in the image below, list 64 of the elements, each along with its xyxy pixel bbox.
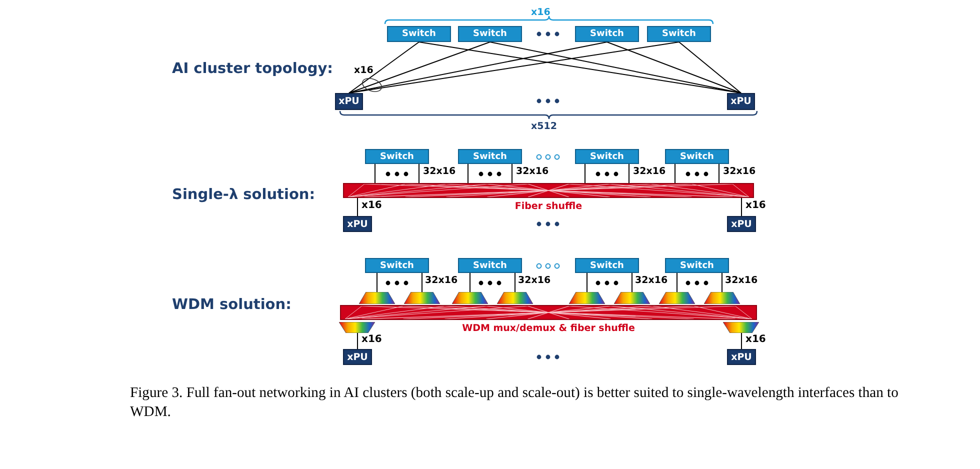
connector-line bbox=[741, 332, 742, 350]
switch-box: Switch bbox=[575, 258, 639, 273]
count-label: 32x16 bbox=[723, 166, 756, 177]
edge-label: x16 bbox=[744, 200, 767, 211]
connector-line bbox=[418, 164, 420, 184]
connector-line bbox=[741, 198, 742, 216]
connector-line bbox=[584, 164, 586, 184]
count-label: 32x16 bbox=[635, 275, 668, 286]
connector-line bbox=[374, 164, 376, 184]
count-label: 32x16 bbox=[725, 275, 758, 286]
edge-label: x16 bbox=[360, 334, 383, 345]
switch-box: Switch bbox=[665, 258, 729, 273]
switch-box: Switch bbox=[365, 258, 429, 273]
connector-line bbox=[606, 42, 742, 94]
switch-box: Switch bbox=[458, 26, 522, 42]
count-label: 32x16 bbox=[518, 275, 551, 286]
count-label: x16 bbox=[354, 65, 374, 76]
wdm-mux-trapezoid bbox=[339, 322, 375, 333]
connector-line bbox=[490, 42, 742, 94]
edge-label: x16 bbox=[744, 334, 767, 345]
switch-box: Switch bbox=[387, 26, 451, 42]
bar-caption: Fiber shuffle bbox=[514, 201, 582, 212]
switch-box: Switch bbox=[575, 26, 639, 42]
xpu-box: xPU bbox=[727, 93, 755, 110]
row-title: AI cluster topology: bbox=[172, 61, 333, 77]
connector-line bbox=[586, 272, 588, 292]
connector-line bbox=[718, 164, 720, 184]
xpu-box: xPU bbox=[343, 349, 372, 365]
connector-line bbox=[674, 164, 676, 184]
fiber-shuffle-bar bbox=[340, 305, 757, 320]
connector-line bbox=[348, 42, 490, 94]
switch-box: Switch bbox=[575, 149, 639, 164]
count-label: 32x16 bbox=[516, 166, 549, 177]
row-title: Single-λ solution: bbox=[172, 187, 316, 203]
connector-line bbox=[376, 272, 378, 292]
connector-line bbox=[357, 198, 358, 216]
switch-box: Switch bbox=[458, 258, 522, 273]
connector-line bbox=[348, 42, 420, 94]
connector-line bbox=[678, 42, 742, 94]
row-title: WDM solution: bbox=[172, 297, 292, 313]
connector-line bbox=[348, 42, 608, 94]
count-label: 32x16 bbox=[633, 166, 666, 177]
switch-box: Switch bbox=[458, 149, 522, 164]
wdm-mux-trapezoid bbox=[723, 322, 759, 333]
switch-box: Switch bbox=[365, 149, 429, 164]
count-label: x512 bbox=[531, 121, 557, 132]
connector-line bbox=[628, 164, 630, 184]
xpu-box: xPU bbox=[727, 216, 756, 232]
connector-line bbox=[348, 42, 680, 94]
connector-line bbox=[676, 272, 678, 292]
xpu-box: xPU bbox=[727, 349, 756, 365]
xpu-box: xPU bbox=[335, 93, 363, 110]
connector-line bbox=[514, 272, 516, 292]
switch-box: Switch bbox=[665, 149, 729, 164]
figure-caption: Figure 3. Full fan-out networking in AI clusters (both scale-up and scale-out) is better suited to single-wavelength interfaces than to WDM. bbox=[130, 384, 900, 422]
connector-line bbox=[357, 332, 358, 350]
xpu-box: xPU bbox=[343, 216, 372, 232]
count-label: 32x16 bbox=[425, 275, 458, 286]
count-label: x16 bbox=[531, 7, 550, 18]
count-label: 32x16 bbox=[423, 166, 456, 177]
fiber-shuffle-bar bbox=[343, 183, 754, 198]
bar-caption: WDM mux/demux & fiber shuffle bbox=[462, 323, 635, 334]
edge-label: x16 bbox=[360, 200, 383, 211]
switch-box: Switch bbox=[647, 26, 711, 42]
